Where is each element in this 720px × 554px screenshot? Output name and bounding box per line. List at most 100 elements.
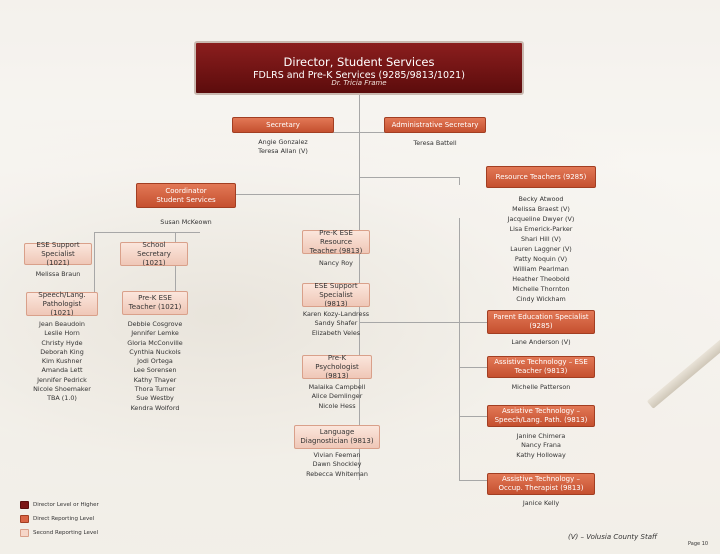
coordinator-name: Susan McKeown xyxy=(160,218,212,226)
resource-teacher-name: Patty Noquin (V) xyxy=(514,255,568,263)
at-ese-box: Assistive Technology – ESE Teacher (9813… xyxy=(487,356,595,378)
director-title: Director, Student Services xyxy=(283,54,435,69)
page-number: Page 10 xyxy=(688,541,709,547)
coordinator-line xyxy=(236,194,359,195)
resource-teacher-name: Jacqueline Dwyer (V) xyxy=(507,215,575,223)
prek-ese-resource-names: Nancy Roy xyxy=(302,259,370,268)
at-ese-name: Michelle Patterson xyxy=(511,383,571,391)
prek-psych-name: Nicole Hess xyxy=(318,401,356,410)
admin-secretary-name: Teresa Battell xyxy=(413,139,457,147)
at-speech-names: Janine Chimera Nancy Frana Kathy Hollowa… xyxy=(487,432,595,460)
right-trunk xyxy=(459,218,460,480)
prek-ese-teacher-name: Cynthia Nuckols xyxy=(129,347,181,356)
resource-teacher-name: Shari Hill (V) xyxy=(521,235,561,243)
director-name: Dr. Tricia Frame xyxy=(331,79,387,87)
coordinator-box: Coordinator Student Services xyxy=(136,183,236,208)
ese-support-1021-names: Melissa Braun xyxy=(24,270,92,279)
ese-support-1021-name: Melissa Braun xyxy=(35,270,81,278)
legend-swatch-direct xyxy=(20,515,29,523)
prek-ese-resource-name: Nancy Roy xyxy=(319,259,353,267)
secretary-line xyxy=(287,132,435,133)
legend-swatch-director xyxy=(20,501,29,509)
legend-label: Second Reporting Level xyxy=(33,530,98,536)
secretary-name: Angie Gonzalez xyxy=(258,138,308,146)
ese-support-9813-name: Elizabeth Veles xyxy=(311,328,361,337)
admin-secretary-box: Administrative Secretary xyxy=(384,117,486,133)
ese-support-9813-names: Karen Kozy-Landress Sandy Shafer Elizabe… xyxy=(290,310,382,338)
admin-secretary-names: Teresa Battell xyxy=(384,139,486,148)
legend-swatch-second xyxy=(20,529,29,537)
lang-diag-names: Vivian Feeman Dawn Shockley Rebecca Whit… xyxy=(292,451,382,479)
parent-ed-names: Lane Anderson (V) xyxy=(487,338,595,347)
parent-ed-box: Parent Education Specialist (9285) xyxy=(487,310,595,334)
at-occup-box: Assistive Technology – Occup. Therapist … xyxy=(487,473,595,495)
prek-ese-teacher-name: Jennifer Lemke xyxy=(131,329,179,338)
secretary-names: Angie Gonzalez Teresa Allan (V) xyxy=(232,138,334,157)
at-speech-branch xyxy=(459,416,487,417)
speech-path-name: Kim Kushner xyxy=(41,357,83,366)
prek-ese-teacher-name: Thora Turner xyxy=(134,385,176,394)
resource-teacher-name: Becky Atwood xyxy=(518,195,564,203)
coord-left-drop xyxy=(94,232,95,294)
lang-diag-name: Dawn Shockley xyxy=(312,460,362,469)
director-box: Director, Student Services FDLRS and Pre… xyxy=(194,41,524,95)
prek-ese-teacher-names: Debbie Cosgrove Jennifer Lemke Gloria Mc… xyxy=(112,320,198,413)
ese-support-9813-name: Sandy Shafer xyxy=(314,319,358,328)
coordinator-name-wrap: Susan McKeown xyxy=(136,218,236,227)
at-occup-name: Janice Kelly xyxy=(522,499,560,507)
resource-teachers-box: Resource Teachers (9285) xyxy=(486,166,596,188)
resource-drop xyxy=(459,177,460,185)
parent-ed-line xyxy=(359,322,459,323)
speech-path-name: TBA (1.0) xyxy=(47,394,77,403)
resource-teacher-name: Melissa Braest (V) xyxy=(512,205,570,213)
prek-psych-name: Alice Demlinger xyxy=(311,392,363,401)
prek-psych-box: Pre-K Psychologist (9813) xyxy=(302,354,372,380)
speech-path-name: Jean Beaudoin xyxy=(39,320,85,328)
speech-path-name: Christy Hyde xyxy=(41,338,83,347)
speech-path-name: Deborah King xyxy=(40,347,84,356)
prek-ese-teacher-name: Kathy Thayer xyxy=(133,375,177,384)
ese-support-9813-box: ESE Support Specialist (9813) xyxy=(302,282,370,308)
parent-ed-name: Lane Anderson (V) xyxy=(511,338,571,346)
lang-diag-name: Vivian Feeman xyxy=(313,451,361,459)
at-occup-branch xyxy=(459,480,487,481)
legend-label: Director Level or Higher xyxy=(33,502,99,508)
speech-path-name: Nicole Shoemaker xyxy=(33,385,91,394)
school-secretary-box: School Secretary (1021) xyxy=(120,241,188,267)
resource-teacher-name: Lisa Emerick-Parker xyxy=(509,225,573,233)
speech-path-name: Leslie Horn xyxy=(44,329,80,338)
at-occup-names: Janice Kelly xyxy=(487,499,595,508)
secretary-box: Secretary xyxy=(232,117,334,133)
prek-ese-teacher-name: Sue Westby xyxy=(136,394,174,403)
at-speech-name: Nancy Frana xyxy=(521,441,561,450)
prek-ese-resource-box: Pre-K ESE Resource Teacher (9813) xyxy=(302,229,370,255)
at-ese-names: Michelle Patterson xyxy=(487,383,595,392)
footer-note: (V) – Volusia County Staff xyxy=(568,533,658,541)
coord-branch-line xyxy=(94,232,200,233)
ese-support-1021-box: ESE Support Specialist (1021) xyxy=(24,241,92,267)
prek-ese-teacher-name: Gloria McConville xyxy=(127,338,183,347)
speech-path-name: Amanda Lett xyxy=(41,366,83,375)
at-speech-box: Assistive Technology – Speech/Lang. Path… xyxy=(487,405,595,427)
resource-teachers-names: Becky Atwood Melissa Braest (V) Jacqueli… xyxy=(486,194,596,304)
prek-ese-teacher-name: Jodi Ortega xyxy=(137,357,173,366)
resource-teacher-name: Heather Theobold xyxy=(512,275,570,283)
lang-diag-box: Language Diagnostician (9813) xyxy=(294,425,380,449)
at-speech-name: Janine Chimera xyxy=(516,432,566,440)
resource-line xyxy=(359,177,459,178)
speech-path-name: Jennifer Pedrick xyxy=(37,375,87,384)
resource-teacher-name: Cindy Wickham xyxy=(516,295,566,303)
legend-label: Direct Reporting Level xyxy=(33,516,95,522)
prek-psych-names: Malaika Campbell Alice Demlinger Nicole … xyxy=(292,383,382,411)
lang-diag-name: Rebecca Whiteman xyxy=(306,469,368,478)
prek-ese-teacher-name: Kendra Wolford xyxy=(130,403,180,412)
background-paper xyxy=(0,120,720,554)
at-speech-name: Kathy Holloway xyxy=(516,450,566,459)
prek-ese-teacher-name: Lee Sorensen xyxy=(133,366,177,375)
secretary-name: Teresa Allan (V) xyxy=(258,147,308,156)
prek-psych-name: Malaika Campbell xyxy=(308,383,366,391)
at-ese-branch xyxy=(459,367,487,368)
speech-path-names: Jean Beaudoin Leslie Horn Christy Hyde D… xyxy=(26,320,98,404)
ese-support-9813-name: Karen Kozy-Landress xyxy=(302,310,370,318)
director-subtitle: FDLRS and Pre-K Services (9285/9813/1021… xyxy=(253,69,465,81)
